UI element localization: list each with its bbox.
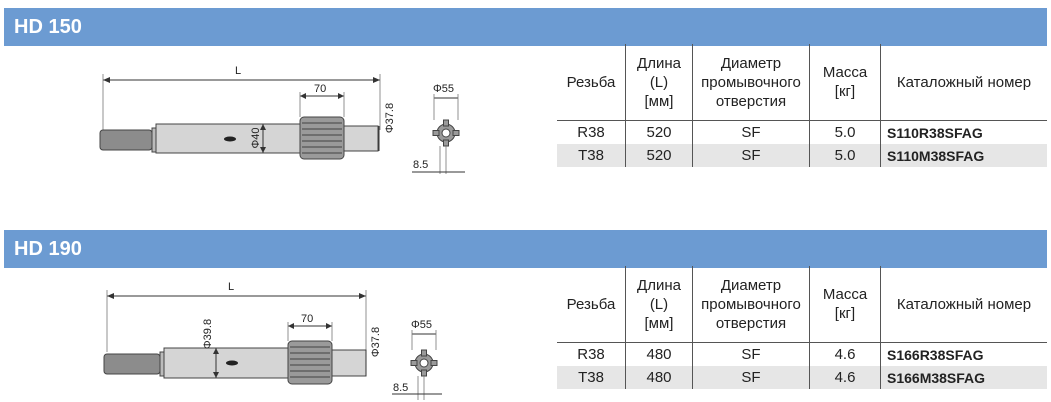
table-header-row: Резьба Длина (L) [мм] Диаметр промывочно…: [557, 44, 1047, 121]
end-diameter-label: Φ55: [411, 319, 432, 331]
section-title: HD 150: [4, 8, 1047, 46]
cell-weight: 5.0: [809, 120, 881, 144]
table-header-row: Резьба Длина (L) [мм] Диаметр промывочно…: [557, 266, 1047, 343]
header-catalog: Каталожный номер: [880, 266, 1047, 343]
cell-length: 520: [625, 144, 693, 167]
cell-length: 480: [625, 342, 693, 366]
cell-length: 520: [625, 120, 693, 144]
cell-catalog: S166M38SFAG: [880, 366, 1047, 389]
header-weight: Масса [кг]: [809, 44, 881, 121]
cell-weight: 4.6: [809, 342, 881, 366]
shank-diameter-label: Φ40: [250, 127, 262, 148]
cell-catalog: S110R38SFAG: [880, 120, 1047, 144]
offset-label: 8.5: [413, 159, 428, 171]
offset-label: 8.5: [393, 382, 408, 394]
header-length: Длина (L) [мм]: [625, 44, 693, 121]
length-label: L: [235, 65, 241, 77]
header-thread: Резьба: [566, 295, 616, 313]
cell-flush-hole: SF: [692, 120, 810, 144]
cell-catalog: S110M38SFAG: [880, 144, 1047, 167]
header-catalog: Каталожный номер: [880, 44, 1047, 121]
cell-weight: 5.0: [809, 144, 881, 167]
cell-catalog: S166R38SFAG: [880, 342, 1047, 366]
spline-length-label: 70: [301, 313, 313, 325]
header-length: Длина (L) [мм]: [625, 266, 693, 343]
cell-thread: R38: [557, 120, 626, 144]
length-label: L: [228, 281, 234, 293]
cell-thread: R38: [557, 342, 626, 366]
header-weight: Масса [кг]: [809, 266, 881, 343]
header-thread: Резьба: [566, 73, 616, 91]
header-flush-hole: Диаметр промывочного отверстия: [692, 266, 810, 343]
section-hd190: HD 190 L 70 Φ39.8 Φ37.8 Φ55: [0, 222, 1051, 402]
cell-length: 480: [625, 366, 693, 389]
table-row: R38 520 SF 5.0 S110R38SFAG: [557, 120, 1047, 144]
body-diameter-label: Φ37.8: [384, 103, 396, 133]
cell-weight: 4.6: [809, 366, 881, 389]
shank-drawing: L 70 Φ39.8 Φ37.8 Φ55: [103, 281, 442, 400]
section-hd150: HD 150 L 70 Φ40 Φ37: [0, 0, 1051, 200]
spec-table: Резьба Длина (L) [мм] Диаметр промывочно…: [557, 44, 1047, 167]
spec-table: Резьба Длина (L) [мм] Диаметр промывочно…: [557, 266, 1047, 389]
section-title: HD 190: [4, 230, 1047, 268]
cell-thread: T38: [557, 144, 626, 167]
cell-flush-hole: SF: [692, 342, 810, 366]
cell-thread: T38: [557, 366, 626, 389]
end-diameter-label: Φ55: [433, 83, 454, 95]
header-flush-hole: Диаметр промывочного отверстия: [692, 44, 810, 121]
cell-flush-hole: SF: [692, 366, 810, 389]
shank-drawing: L 70 Φ40 Φ37.8 Φ55: [99, 65, 465, 174]
shank-diameter-label: Φ39.8: [202, 319, 214, 349]
body-diameter-label: Φ37.8: [370, 327, 382, 357]
table-row: T38 480 SF 4.6 S166M38SFAG: [557, 366, 1047, 389]
cell-flush-hole: SF: [692, 144, 810, 167]
table-row: R38 480 SF 4.6 S166R38SFAG: [557, 342, 1047, 366]
spline-length-label: 70: [314, 83, 326, 95]
table-row: T38 520 SF 5.0 S110M38SFAG: [557, 144, 1047, 167]
